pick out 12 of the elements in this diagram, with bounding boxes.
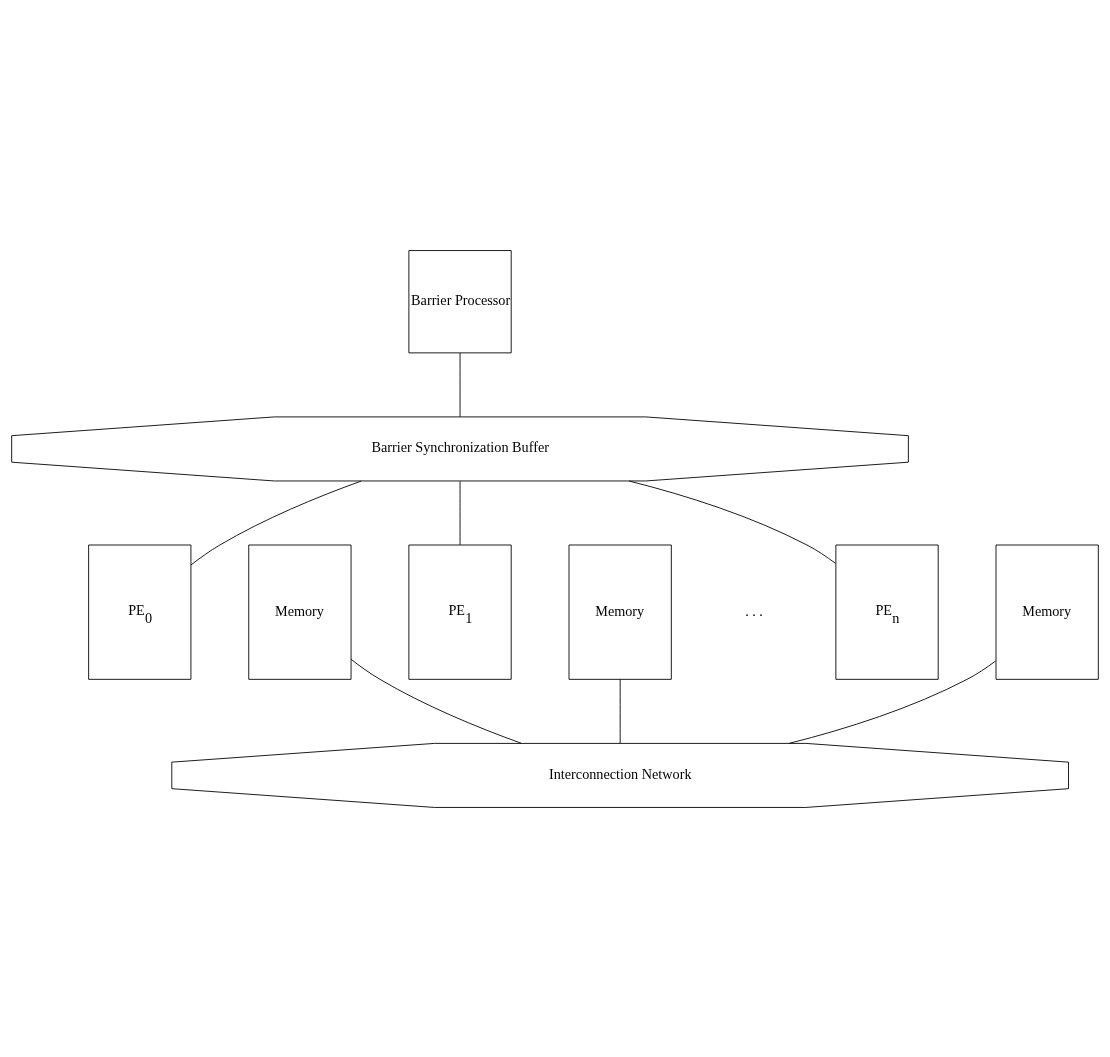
connector bbox=[459, 352, 461, 417]
label: . . . bbox=[745, 602, 763, 619]
connector bbox=[350, 658, 522, 744]
node-box: Barrier Processor bbox=[408, 249, 512, 353]
connector bbox=[628, 480, 836, 564]
connector bbox=[788, 660, 996, 744]
connector bbox=[190, 480, 362, 565]
connector bbox=[459, 480, 461, 545]
node-box: Memory bbox=[568, 544, 672, 680]
node-box: Memory bbox=[248, 544, 352, 680]
connector bbox=[619, 678, 621, 744]
node-box: Memory bbox=[995, 544, 1099, 680]
